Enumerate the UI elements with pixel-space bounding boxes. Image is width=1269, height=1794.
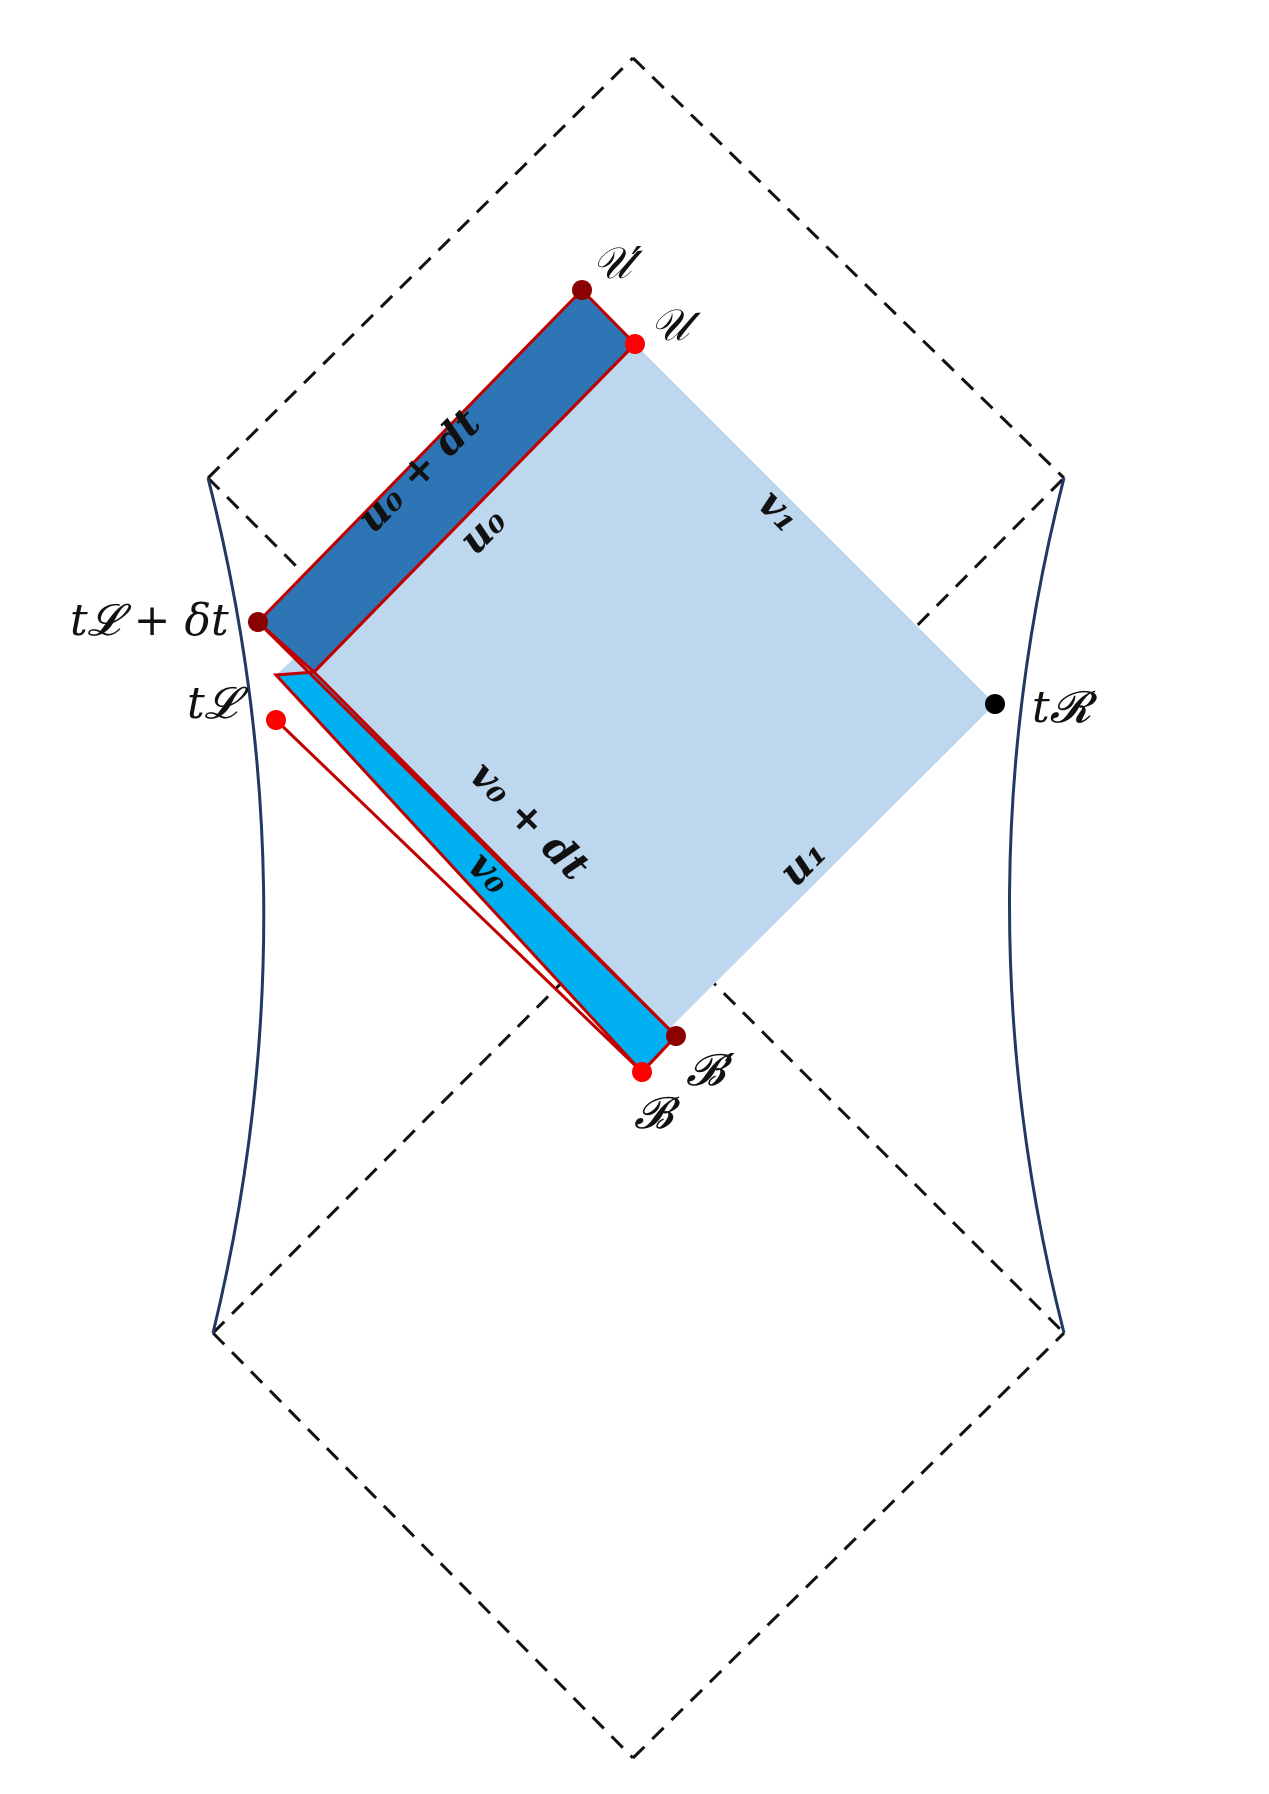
point-b: [632, 1062, 652, 1082]
point-u-prime: [572, 280, 592, 300]
right-boundary-curve: [1008, 477, 1066, 1334]
label-tr: t𝓡: [1032, 682, 1098, 733]
edge-line-v0-dt: [256, 620, 678, 1038]
label-b: 𝓑: [634, 1088, 681, 1139]
point-u: [625, 334, 645, 354]
point-tl-shift: [248, 612, 268, 632]
point-tr: [985, 694, 1005, 714]
left-boundary-curve: [206, 477, 266, 1334]
lower-diamond-right-edge: [631, 1331, 1066, 1760]
edge-line-u0: [312, 342, 637, 674]
lower-diamond-left-edge: [211, 1331, 635, 1760]
edge-line-tl: [274, 718, 644, 1074]
label-b-prime: 𝓑′: [686, 1045, 735, 1096]
entanglement-wedge-region: [276, 344, 995, 1036]
label-tl-shift: t𝓛 + δt: [70, 595, 229, 646]
label-u-prime: 𝒰′: [592, 238, 643, 289]
label-tl: t𝓛: [187, 678, 249, 729]
point-tl: [266, 710, 286, 730]
strip-edge-lines: [256, 342, 678, 1074]
upper-diamond-left-edge: [206, 56, 635, 480]
upper-diamond-right-edge: [631, 56, 1066, 480]
point-b-prime: [666, 1026, 686, 1046]
label-u: 𝒰: [650, 300, 701, 351]
